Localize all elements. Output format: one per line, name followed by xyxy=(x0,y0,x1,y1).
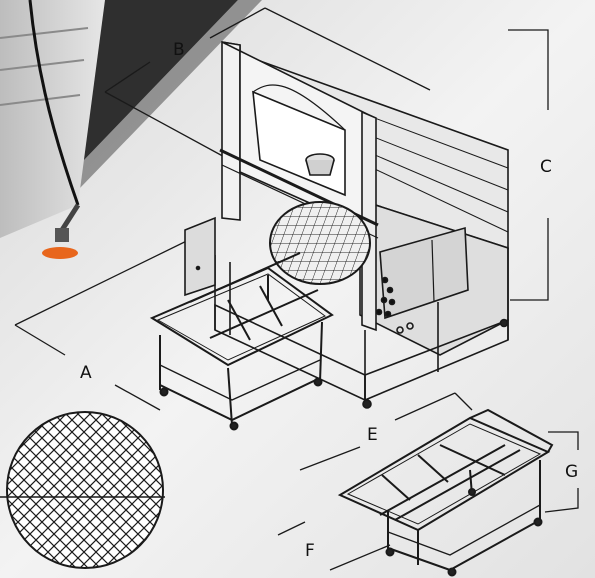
dimension-label-b: B xyxy=(173,40,185,60)
dimension-label-e: E xyxy=(367,425,378,445)
dimension-label-c: C xyxy=(540,157,552,177)
corner-shadow-edge xyxy=(60,0,262,188)
dimension-label-f: F xyxy=(305,541,315,561)
dimension-label-a: A xyxy=(80,363,92,383)
dimension-label-g: G xyxy=(565,462,578,482)
orange-foot xyxy=(42,247,78,259)
transfer-trolley xyxy=(337,408,554,577)
machine-photo-inset xyxy=(0,0,105,259)
loading-trolley xyxy=(149,252,334,431)
dimension-lines xyxy=(14,7,579,571)
turntable-mesh xyxy=(270,202,370,284)
mesh-disc-detail xyxy=(0,411,165,569)
